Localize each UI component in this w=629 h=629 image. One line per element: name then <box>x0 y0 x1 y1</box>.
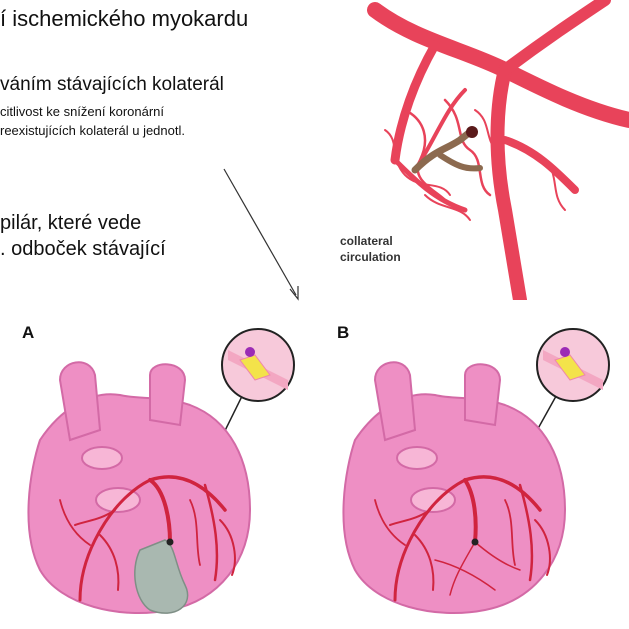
collateral-label: collateral <box>340 234 393 248</box>
bullet-text: . odboček stávající <box>0 238 166 261</box>
sub-bullet-text: citlivost ke snížení koronární <box>0 104 164 119</box>
slide-heading: í ischemického myokardu <box>0 6 248 32</box>
pointer-arrow <box>220 165 305 305</box>
bullet-text: pilár, které vede <box>0 212 141 235</box>
heart-illustration-b <box>315 320 629 629</box>
heart-illustration-a <box>0 320 315 629</box>
sub-bullet-text: reexistujících kolaterál u jednotl. <box>0 123 185 138</box>
collateral-label: circulation <box>340 250 401 264</box>
bullet-text: váním stávajících kolaterál <box>0 74 224 96</box>
